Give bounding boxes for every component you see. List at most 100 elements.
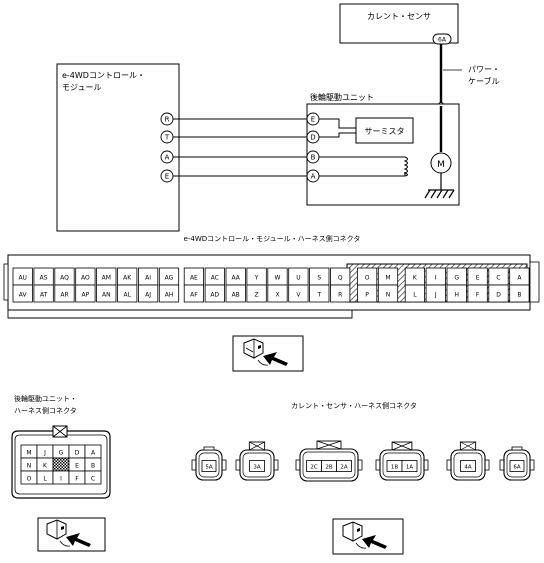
control-module-title-2: モジュール [62, 83, 101, 92]
harness-pin-label: F [476, 292, 480, 299]
thermistor-label: サーミスタ [365, 127, 405, 136]
harness-pin-label: AL [123, 292, 131, 299]
current-sensor-connector-4a: 4A [446, 441, 490, 481]
harness-pin-cell [446, 284, 467, 303]
harness-pin-label: E [476, 275, 480, 282]
harness-pin-cell [404, 284, 426, 303]
harness-pin-cell [309, 284, 330, 303]
harness-pin-label: AV [19, 292, 28, 299]
harness-pin-label: AE [190, 275, 198, 282]
harness-pin-label: G [454, 275, 459, 282]
harness-pin-label: H [454, 292, 459, 299]
rear-unit-connector-title-2: ハーネス側コネクタ [14, 406, 77, 415]
current-sensor-pin-label: 2A [340, 465, 347, 471]
harness-pin-label: AB [232, 292, 240, 299]
harness-pin-cell [54, 284, 75, 303]
current-sensor-pin-cell [460, 460, 476, 472]
harness-pin-label: AG [165, 275, 174, 282]
harness-pin-label: AP [82, 292, 90, 299]
harness-pin-cell [267, 284, 288, 303]
current-sensor-pin-cell [201, 460, 217, 472]
harness-pin-label: AS [40, 275, 48, 282]
harness-pin-label: X [275, 292, 279, 299]
rear-pin-label: K [43, 463, 48, 470]
rear-pin-label: D [75, 450, 80, 457]
harness-pin-label: A [517, 275, 522, 282]
harness-pin-label: I [435, 275, 437, 282]
power-cable-label-2: ケーブル [468, 76, 500, 86]
rear-drive-unit-box: 後輪駆動ユニット サーミスタ [306, 92, 460, 206]
motor: M [430, 106, 452, 190]
current-sensor-pin-label: 6A [513, 465, 520, 471]
harness-pin-label: P [365, 292, 369, 299]
thermistor-box [355, 117, 414, 144]
harness-pin-cell [96, 284, 117, 303]
rear-pin-cell [84, 470, 102, 485]
harness-pin-cell [356, 284, 378, 303]
rear-drive-unit-title: 後輪駆動ユニット [310, 92, 374, 102]
unit-pin-d-label: D [310, 134, 315, 142]
harness-pin-cell [225, 284, 246, 303]
rear-pin-label: C [91, 476, 95, 483]
harness-pin-cell [204, 284, 225, 303]
rear-pin-label: F [75, 476, 79, 483]
harness-pin-cell [288, 284, 309, 303]
rear-pin-label: L [43, 476, 47, 483]
unit-pin-e-label: E [311, 116, 315, 124]
current-sensor-connector-3a: 3A [235, 441, 279, 481]
harness-pin-label: AI [145, 275, 151, 282]
harness-pin-cell [137, 284, 159, 303]
current-sensor-pin-label: 1A [406, 465, 413, 471]
rear-pin-label: M [26, 450, 31, 457]
harness-pin-label: O [365, 275, 370, 282]
harness-pin-label: C [496, 275, 500, 282]
harness-connector-title: e-4WDコントロール・モジュール・ハーネス側コネクタ [184, 234, 361, 243]
harness-pin-label: AF [190, 292, 198, 299]
module-pin-t-label: T [164, 134, 170, 142]
current-sensor-pin-cell [336, 460, 352, 472]
harness-pin-label: AC [211, 275, 219, 282]
rear-pin-blank [52, 457, 70, 472]
harness-pin-cell [117, 284, 138, 303]
harness-pin-label: U [296, 275, 300, 282]
harness-connector-left-tab [3, 263, 9, 301]
harness-pin-label: AQ [60, 275, 69, 282]
current-sensor-connector-6a: 6A [499, 446, 535, 481]
current-sensor-pin-cell [249, 460, 265, 472]
current-sensor-pin-label: 4A [464, 465, 471, 471]
harness-pin-label: AU [18, 275, 27, 282]
ground-icon [424, 189, 455, 199]
module-pins: R T A E [160, 112, 174, 183]
module-pin-a-label: A [165, 154, 170, 162]
harness-pin-label: D [496, 292, 501, 299]
harness-pin-cell [158, 284, 180, 303]
harness-pin-label: Z [255, 292, 259, 299]
harness-pin-cell [75, 284, 96, 303]
rear-unit-connector-title-1: 後輪駆動ユニット・ [14, 394, 77, 403]
harness-connector-bottom-rail [7, 310, 353, 319]
signal-wires [173, 118, 307, 177]
harness-pin-label: AH [165, 292, 174, 299]
harness-pin-label: AK [123, 275, 132, 282]
unit-internal-wiring [319, 118, 408, 177]
rear-pin-label: G [59, 450, 64, 457]
current-sensor-pin-label: 3A [253, 465, 260, 471]
harness-pin-label: AO [81, 275, 90, 282]
current-sensor-title: カレント・センサ [367, 12, 431, 21]
power-cable-label-1: パワー・ [468, 65, 500, 74]
harness-pin-cell [377, 284, 399, 303]
harness-pin-label: AA [232, 275, 241, 282]
harness-pin-label: Y [254, 275, 259, 282]
current-sensor-terminal: 6A [438, 37, 447, 44]
control-module-title-1: e-4WDコントロール・ [62, 71, 145, 80]
rear-pin-label: B [91, 463, 95, 470]
rear-pin-label: A [91, 450, 96, 457]
unit-pin-b-label: B [311, 154, 316, 162]
harness-pin-label: V [296, 292, 301, 299]
